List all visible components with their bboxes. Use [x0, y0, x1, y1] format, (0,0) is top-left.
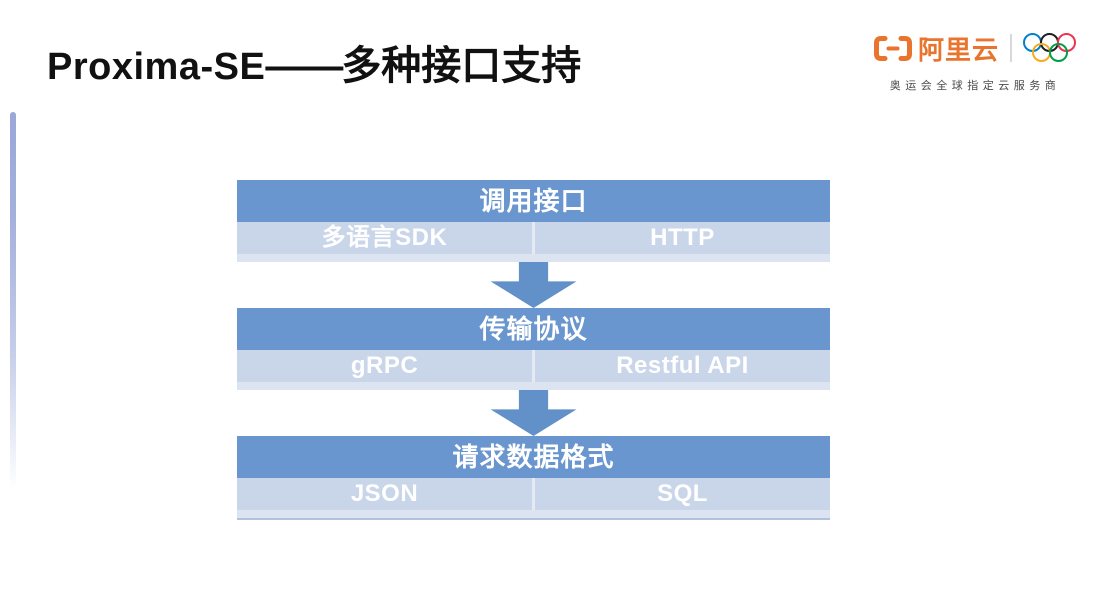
logo-divider [1010, 34, 1012, 62]
down-arrow-icon [490, 262, 577, 308]
olympic-tagline: 奥运会全球指定云服务商 [889, 80, 1061, 92]
cell-http: HTTP [535, 222, 830, 254]
arrow-wrap [237, 262, 830, 308]
group-row: JSON SQL [237, 478, 830, 510]
down-arrow-icon [490, 390, 577, 436]
title-subtitle: 多种接口支持 [341, 44, 582, 88]
group-call-interface: 调用接口 多语言SDK HTTP [237, 180, 830, 262]
cell-sql: SQL [535, 478, 830, 510]
interface-stack-diagram: 调用接口 多语言SDK HTTP 传输协议 gRPC Restful API 请… [237, 180, 830, 520]
group-transport-protocol: 传输协议 gRPC Restful API [237, 308, 830, 390]
group-header: 请求数据格式 [237, 436, 830, 478]
title-dash: —— [265, 44, 343, 88]
cell-json: JSON [237, 478, 532, 510]
group-strip [237, 510, 830, 520]
group-row: gRPC Restful API [237, 350, 830, 382]
olympic-rings-icon [1023, 32, 1077, 64]
alibaba-cloud-bracket-icon [873, 35, 912, 61]
product-name: Proxima-SE [47, 46, 266, 88]
group-strip [237, 382, 830, 390]
brand-name: 阿里云 [917, 34, 999, 65]
group-header: 调用接口 [237, 180, 830, 222]
group-header: 传输协议 [237, 308, 830, 350]
cell-multilang-sdk: 多语言SDK [237, 222, 532, 254]
arrow-wrap [237, 390, 830, 436]
page-title: Proxima-SE——多种接口支持 [47, 42, 581, 99]
group-request-data-format: 请求数据格式 JSON SQL [237, 436, 830, 520]
logo-row: 阿里云 [870, 28, 1080, 68]
left-accent-bar [10, 112, 16, 542]
alibaba-cloud-logo: 阿里云 奥运会全球指定云服务商 [870, 28, 1080, 93]
cell-grpc: gRPC [237, 350, 532, 382]
ring-green [1049, 42, 1068, 62]
group-strip [237, 254, 830, 262]
cell-restful-api: Restful API [535, 350, 830, 382]
group-row: 多语言SDK HTTP [237, 222, 830, 254]
